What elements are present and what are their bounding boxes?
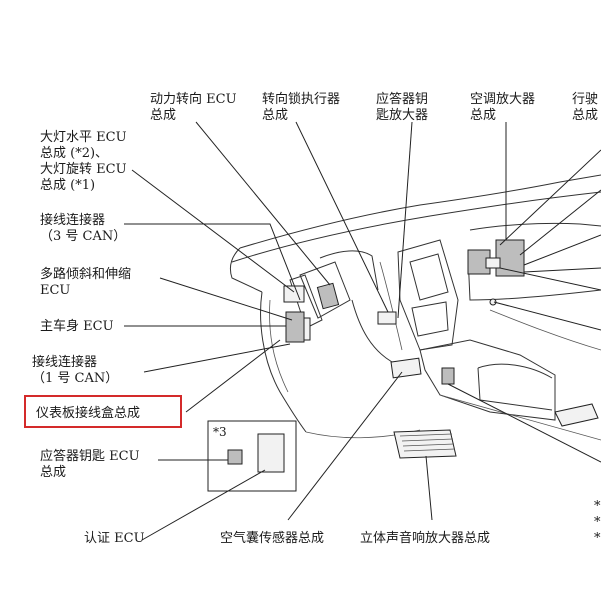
steering-lock-part bbox=[377, 311, 397, 325]
label-headlamp-swivel-2: 总成 (*1) bbox=[40, 178, 95, 193]
label-transponder-amp-2: 匙放大器 bbox=[376, 108, 428, 123]
label-junction-connector-1: 接线连接器 bbox=[32, 354, 97, 370]
headlamp-ecu-part bbox=[283, 285, 305, 303]
label-headlamp-leveling-2: 总成 (*2)、 bbox=[40, 146, 108, 161]
bottom-labels: 认证 ECU 空气囊传感器总成 立体声音响放大器总成 * * * bbox=[84, 499, 601, 546]
left-labels: 大灯水平 ECU 总成 (*2)、 大灯旋转 ECU 总成 (*1) 接线连接器… bbox=[24, 130, 182, 480]
label-power-steering-ecu-2: 总成 bbox=[150, 108, 176, 123]
label-driving-2: 总成 bbox=[572, 108, 598, 123]
inset-note-3: *3 bbox=[213, 425, 227, 439]
label-instrument-panel-junction-block: 仪表板接线盒总成 bbox=[36, 405, 140, 421]
footnote-mark-1: * bbox=[594, 499, 601, 514]
label-transponder-key-ecu: 应答器钥匙 ECU bbox=[40, 448, 140, 464]
label-certification-ecu: 认证 ECU bbox=[84, 531, 145, 546]
label-steering-lock: 转向锁执行器 bbox=[262, 91, 340, 107]
leader-lines bbox=[124, 121, 601, 541]
label-power-steering-ecu: 动力转向 ECU bbox=[150, 91, 237, 107]
label-ac-amplifier-2: 总成 bbox=[470, 108, 496, 123]
components bbox=[283, 239, 599, 459]
label-junction-connector-1-2: （1 号 CAN） bbox=[32, 371, 118, 386]
label-airbag-sensor: 空气囊传感器总成 bbox=[220, 530, 324, 546]
stereo-amplifier-part bbox=[393, 429, 457, 459]
label-ac-amplifier: 空调放大器 bbox=[470, 92, 535, 107]
label-tilt-telescopic: 多路倾斜和伸缩 bbox=[40, 266, 131, 282]
label-headlamp-leveling: 大灯水平 ECU bbox=[40, 130, 127, 145]
label-junction-connector-3-2: （3 号 CAN） bbox=[40, 229, 126, 244]
transponder-ecu-part bbox=[227, 449, 243, 465]
top-labels: 动力转向 ECU 总成 转向锁执行器 总成 应答器钥 匙放大器 空调放大器 总成… bbox=[150, 91, 598, 123]
label-headlamp-swivel: 大灯旋转 ECU bbox=[40, 162, 127, 177]
right-connector-part bbox=[485, 257, 501, 269]
label-driving: 行驶 bbox=[572, 92, 598, 107]
power-steering-ecu-part bbox=[316, 282, 340, 310]
label-tilt-telescopic-2: ECU bbox=[40, 283, 70, 298]
label-stereo-amplifier: 立体声音响放大器总成 bbox=[360, 530, 490, 546]
auth-ecu-part bbox=[257, 433, 285, 473]
label-junction-connector-3: 接线连接器 bbox=[40, 212, 105, 228]
footnote-mark-3: * bbox=[594, 531, 601, 546]
highlight-box bbox=[24, 395, 182, 428]
label-transponder-key-ecu-2: 总成 bbox=[40, 465, 66, 480]
inset-box-3: *3 bbox=[207, 420, 297, 492]
label-steering-lock-2: 总成 bbox=[262, 108, 288, 123]
footnote-mark-2: * bbox=[594, 515, 601, 530]
label-transponder-amp: 应答器钥 bbox=[376, 91, 428, 107]
console-part bbox=[441, 367, 455, 385]
right-clip-part bbox=[489, 298, 497, 306]
airbag-sensor-part bbox=[390, 357, 422, 379]
floor-module-part bbox=[554, 403, 599, 427]
label-main-body-ecu: 主车身 ECU bbox=[40, 318, 114, 334]
dashboard-drawing bbox=[229, 174, 601, 441]
main-body-ecu-part bbox=[285, 311, 305, 343]
